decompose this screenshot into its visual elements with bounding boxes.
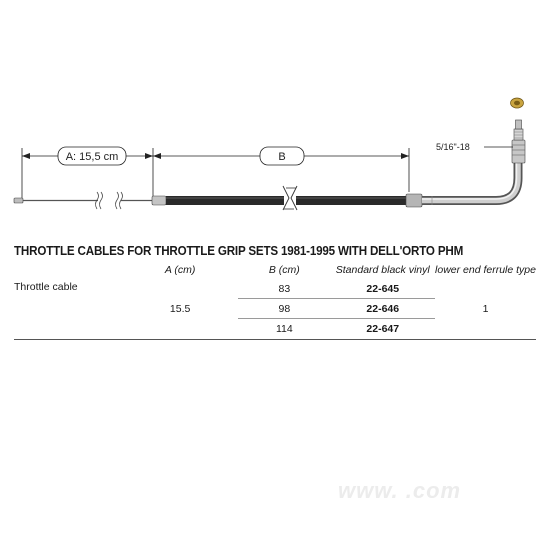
table-row: Throttle cable 15.5 83 22-645 1 [14, 279, 536, 315]
header-b: B (cm) [268, 264, 300, 276]
thread-spec-label: 5/16"-18 [436, 142, 470, 152]
dimension-a: A: 15,5 cm [22, 146, 153, 166]
ferrule-value: 1 [482, 302, 489, 315]
dimension-a-label: A: 15,5 cm [66, 151, 119, 163]
inner-wire [13, 191, 152, 210]
b-value: 83 [238, 279, 331, 299]
header-vinyl: Standard black vinyl [335, 264, 430, 276]
header-ferrule: lower end ferrule type [435, 264, 536, 276]
spec-table: A (cm) B (cm) Standard black vinyl lower… [14, 262, 536, 340]
b-value: 114 [275, 322, 293, 335]
table-bottom-rule [14, 338, 536, 340]
brass-nut-icon [510, 97, 524, 109]
lower-end-ferrule [151, 195, 167, 206]
black-vinyl-sleeve [166, 185, 406, 211]
watermark: www. .com [338, 478, 462, 503]
part-number: 22-645 [330, 279, 436, 299]
header-a: A (cm) [164, 264, 196, 276]
header-empty [14, 262, 122, 279]
row-label: Throttle cable [14, 281, 78, 293]
table-header-row: A (cm) B (cm) Standard black vinyl lower… [14, 262, 536, 279]
dimension-b-label: B [278, 151, 285, 163]
threaded-adjuster [511, 119, 526, 164]
throttle-cable-diagram: A: 15,5 cm B [13, 97, 526, 211]
b-value: 98 [238, 298, 331, 319]
a-value: 15.5 [169, 302, 191, 315]
part-number: 22-647 [366, 322, 400, 335]
table-row: 114 22-647 [14, 319, 536, 339]
bent-steel-tube [405, 162, 523, 208]
table-title: THROTTLE CABLES FOR THROTTLE GRIP SETS 1… [14, 244, 464, 258]
part-number: 22-646 [330, 298, 436, 319]
table-row: 98 22-646 [14, 298, 536, 319]
dimension-b: B [153, 146, 409, 166]
